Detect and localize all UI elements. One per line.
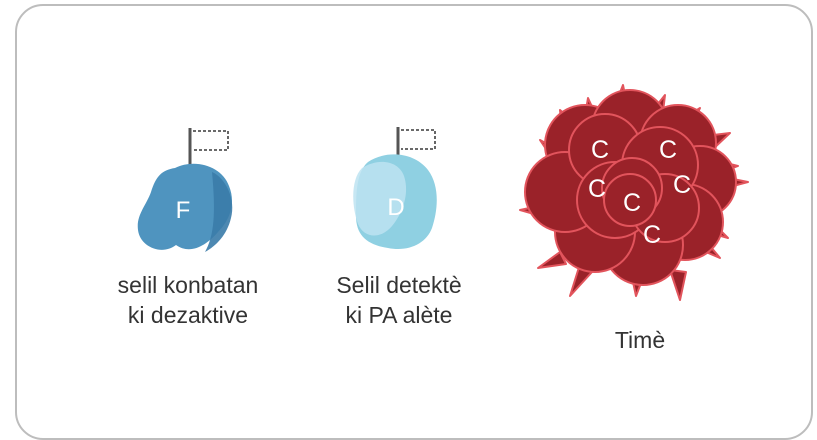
detector-cell-caption-line2: ki PA alète xyxy=(345,302,453,328)
fighter-cell-caption-line1: selil konbatan xyxy=(117,272,259,298)
tumor-letter: C xyxy=(591,136,609,164)
tumor-letter: C xyxy=(643,221,661,249)
tumor-icon: C C C C C C xyxy=(519,84,749,301)
detector-cell-group: D xyxy=(353,127,437,250)
tumor-letter: C xyxy=(623,189,641,217)
fighter-cell-letter: F xyxy=(176,197,191,224)
flag-icon xyxy=(188,128,229,168)
fighter-cell-shade xyxy=(205,172,233,252)
tumor-letter: C xyxy=(673,171,691,199)
fighter-cell-group: F xyxy=(137,128,233,252)
detector-cell-highlight xyxy=(353,161,407,236)
fighter-cell-caption: selil konbatan ki dezaktive xyxy=(100,270,276,330)
tumor-letters: C C C C C C xyxy=(588,136,691,249)
tumor-cells xyxy=(524,89,737,286)
detector-cell-caption-line1: Selil detektè xyxy=(336,272,462,298)
deactivated-fighter-cell-icon xyxy=(137,163,232,250)
detector-cell-caption: Selil detektè ki PA alète xyxy=(320,270,478,330)
tumor-letter: C xyxy=(659,136,677,164)
fighter-cell-caption-line2: ki dezaktive xyxy=(127,302,249,328)
tumor-letter: C xyxy=(588,175,606,203)
tumor-caption: Timè xyxy=(614,327,666,353)
detector-cell-letter: D xyxy=(387,194,404,221)
